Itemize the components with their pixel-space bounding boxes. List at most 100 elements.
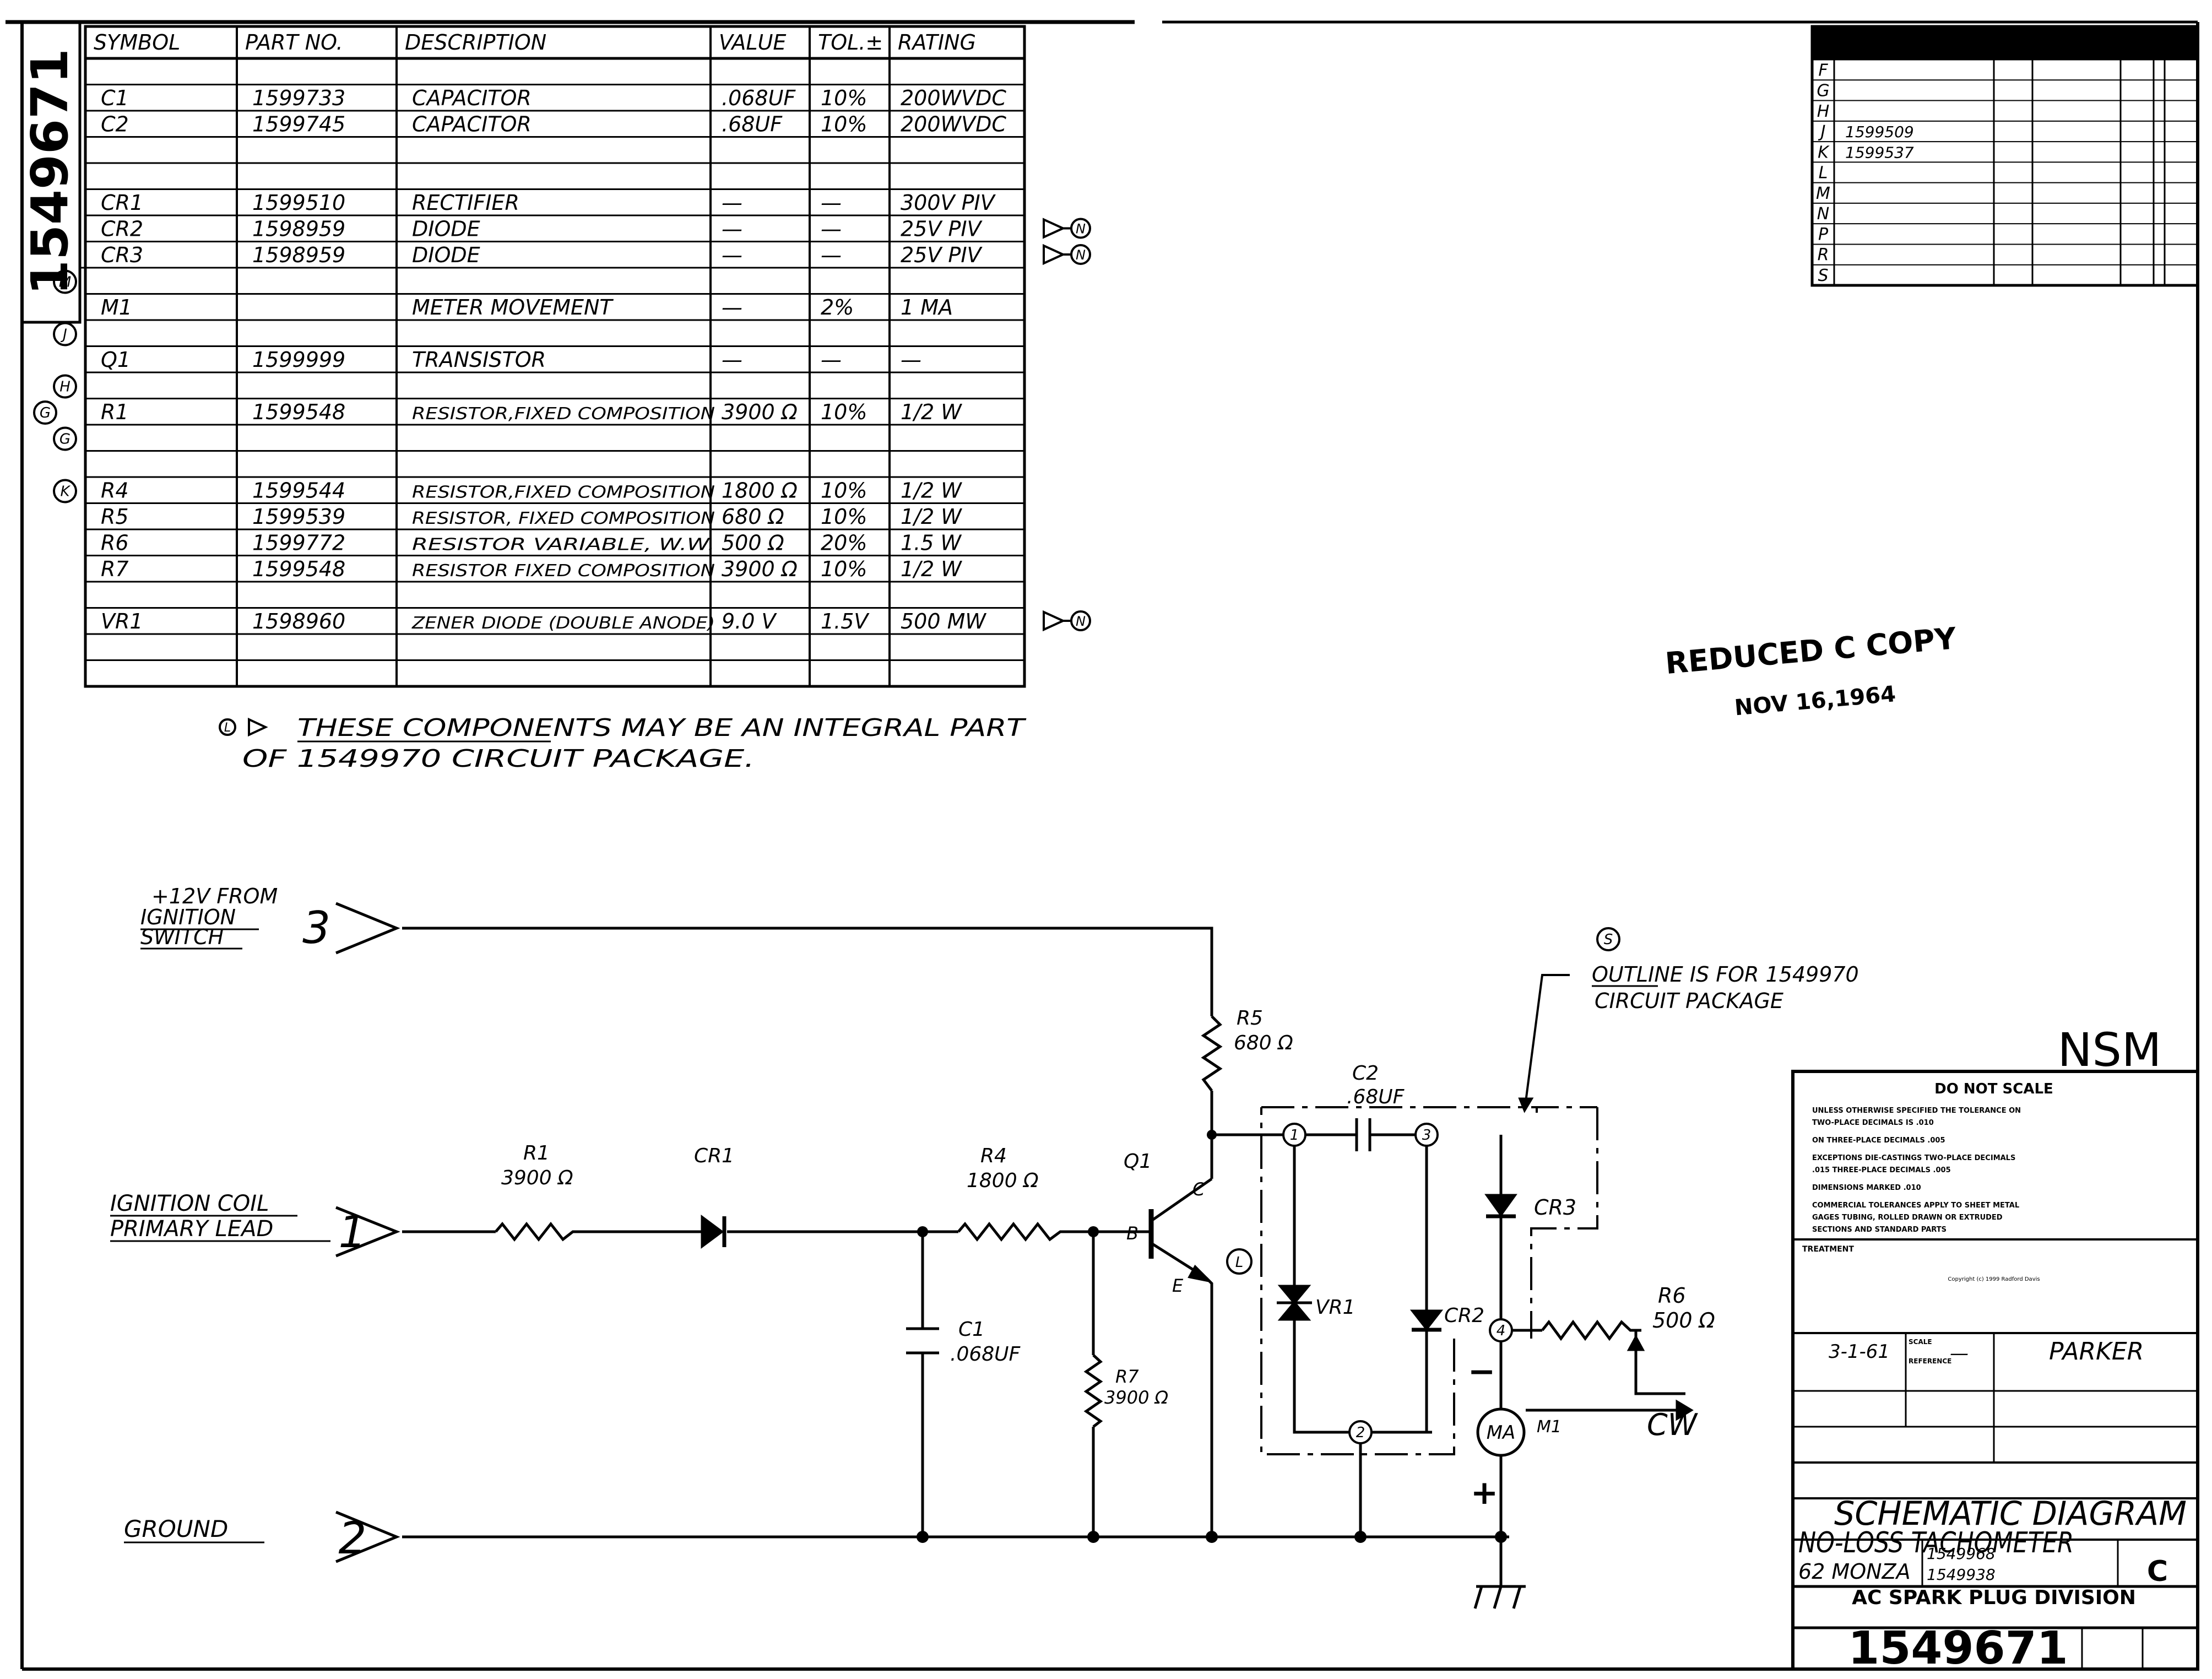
wire-12v bbox=[402, 927, 1213, 1016]
junction-dots bbox=[917, 1130, 1507, 1543]
meter-m1 bbox=[1476, 1407, 1526, 1457]
title-line-1: SCHEMATIC DIAGRAM bbox=[1834, 1494, 2187, 1533]
revision-note: 1599509 bbox=[1845, 123, 1914, 141]
table-cell-rating: 1 MA bbox=[901, 295, 953, 319]
revision-letter: P bbox=[1818, 225, 1829, 244]
schematic bbox=[335, 902, 1694, 1609]
table-cell-rating: 1/2 W bbox=[901, 557, 962, 581]
r4-label: R4 bbox=[980, 1145, 1007, 1167]
table-cell-desc: RECTIFIER bbox=[412, 191, 519, 215]
table-cell-value: — bbox=[722, 191, 742, 215]
meter-m1-label: M1 bbox=[1537, 1417, 1562, 1437]
title-block-text: DO NOT SCALE UNLESS OTHERWISE SPECIFIED … bbox=[1798, 1081, 2187, 1675]
cr3-label: CR3 bbox=[1534, 1195, 1576, 1220]
revision-letter: L bbox=[1819, 164, 1828, 183]
table-cell-symbol: R1 bbox=[101, 400, 129, 424]
table-cell-symbol: R4 bbox=[101, 479, 129, 503]
table-cell-tol: 10% bbox=[821, 400, 867, 424]
table-cell-tol: — bbox=[821, 217, 842, 241]
treatment-label: TREATMENT bbox=[1802, 1245, 1854, 1254]
note-circle-letter: L bbox=[224, 721, 231, 735]
meter-ma: MA bbox=[1487, 1422, 1516, 1444]
table-cell-rating: 1.5 W bbox=[901, 531, 962, 555]
table-cell-part: 1599510 bbox=[252, 191, 345, 215]
table-header-part: PART NO. bbox=[245, 30, 343, 55]
q1-c: C bbox=[1192, 1179, 1205, 1200]
table-cell-desc: RESISTOR FIXED COMPOSITION bbox=[412, 561, 715, 581]
table-cell-tol: 2% bbox=[821, 295, 854, 319]
c1-label: C1 bbox=[958, 1318, 985, 1341]
revision-letter: N bbox=[1817, 204, 1829, 224]
revision-letter: R bbox=[1818, 246, 1829, 265]
table-cell-symbol: R6 bbox=[101, 531, 129, 555]
table-cell-rating: 300V PIV bbox=[901, 191, 996, 215]
wire-vr1 bbox=[1293, 1135, 1432, 1434]
table-cell-tol: — bbox=[821, 243, 842, 267]
table-cell-desc: RESISTOR,FIXED COMPOSITION bbox=[412, 404, 715, 424]
flag-letter: N bbox=[1076, 221, 1086, 237]
table-cell-part: 1598959 bbox=[252, 243, 345, 267]
table-cell-tol: 10% bbox=[821, 86, 867, 110]
c2-value: .68UF bbox=[1347, 1086, 1405, 1108]
q1-label: Q1 bbox=[1124, 1150, 1152, 1173]
terminal-1: 1 bbox=[1290, 1127, 1299, 1144]
package-outline bbox=[1260, 1106, 1598, 1455]
table-cell-tol: — bbox=[821, 348, 842, 372]
table-cell-desc: METER MOVEMENT bbox=[412, 295, 614, 319]
r5-value: 680 Ω bbox=[1234, 1032, 1293, 1054]
table-cell-symbol: C1 bbox=[101, 86, 129, 110]
outline-circle-letter: S bbox=[1604, 931, 1613, 948]
chassis-ground-icon bbox=[1473, 1585, 1526, 1609]
wire-r5-collector bbox=[1210, 1091, 1294, 1136]
table-cell-symbol: Q1 bbox=[101, 348, 131, 372]
table-cell-symbol: R7 bbox=[101, 557, 129, 581]
tolerance-line: GAGES TUBING, ROLLED DRAWN OR EXTRUDED bbox=[1812, 1214, 2003, 1222]
r7-value: 3900 Ω bbox=[1104, 1387, 1169, 1408]
date-value: 3-1-61 bbox=[1829, 1341, 1890, 1363]
table-cell-value: — bbox=[722, 243, 742, 267]
table-cell-value: 9.0 V bbox=[722, 609, 778, 633]
r5-label: R5 bbox=[1237, 1007, 1263, 1030]
flag-icon bbox=[1043, 243, 1066, 266]
table-cell-rating: 25V PIV bbox=[901, 217, 983, 241]
terminal-3: 3 bbox=[1422, 1127, 1432, 1144]
r7-label: R7 bbox=[1115, 1366, 1139, 1387]
table-cell-part: 1599548 bbox=[252, 557, 345, 581]
input3-line2: IGNITION bbox=[140, 905, 236, 929]
cr2-label: CR2 bbox=[1444, 1304, 1484, 1327]
revision-mark: G bbox=[59, 431, 71, 448]
table-cell-desc: ZENER DIODE (DOUBLE ANODE) bbox=[411, 614, 715, 633]
stamp-date: NOV 16,1964 bbox=[1733, 681, 1896, 721]
copyright-text: Copyright (c) 1999 Radford Davis bbox=[1948, 1276, 2040, 1282]
division-name: AC SPARK PLUG DIVISION bbox=[1852, 1586, 2136, 1609]
table-cell-desc: TRANSISTOR bbox=[412, 348, 546, 372]
side-drawing-number: 1549671 bbox=[20, 48, 79, 295]
revision-mark: M bbox=[59, 274, 71, 291]
table-header-rating: RATING bbox=[898, 30, 976, 55]
tolerance-line: COMMERCIAL TOLERANCES APPLY TO SHEET MET… bbox=[1812, 1201, 2019, 1210]
table-cell-rating: 500 MW bbox=[901, 609, 986, 633]
revision-letter: S bbox=[1818, 266, 1828, 285]
table-cell-symbol: M1 bbox=[101, 295, 132, 319]
table-cell-value: 3900 Ω bbox=[722, 400, 798, 424]
table-cell-rating: 25V PIV bbox=[901, 243, 983, 267]
revision-letter: F bbox=[1818, 61, 1828, 80]
input1-line1: IGNITION COIL bbox=[110, 1191, 269, 1216]
reference-label: REFERENCE bbox=[1909, 1357, 1951, 1365]
revision-letter: H bbox=[1817, 102, 1830, 121]
table-cell-symbol: CR2 bbox=[101, 217, 143, 241]
table-cell-rating: 200WVDC bbox=[901, 112, 1006, 137]
table-cell-value: — bbox=[722, 348, 742, 372]
table-cell-rating: — bbox=[901, 348, 921, 372]
meter-minus: − bbox=[1468, 1352, 1495, 1391]
table-cell-rating: 1/2 W bbox=[901, 479, 962, 503]
table-cell-desc: DIODE bbox=[412, 217, 480, 241]
r6-wiper-head bbox=[1627, 1334, 1645, 1351]
table-cell-value: — bbox=[722, 295, 742, 319]
flag-icon bbox=[1043, 610, 1066, 632]
revision-mark: J bbox=[60, 327, 67, 343]
outline-note-2: CIRCUIT PACKAGE bbox=[1595, 989, 1783, 1013]
outline-note-1: OUTLINE IS FOR 1549970 bbox=[1592, 962, 1859, 987]
revision-letter: G bbox=[1817, 82, 1829, 101]
